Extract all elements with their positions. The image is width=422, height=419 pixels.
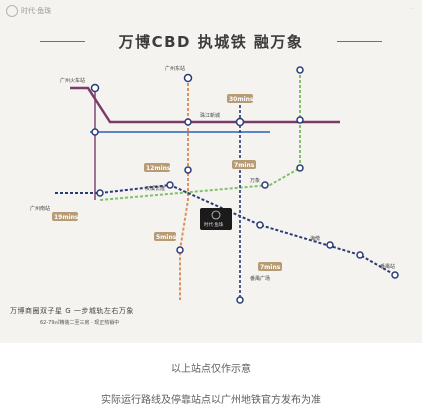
station-gz-south: 广州南站 <box>30 205 50 212</box>
station-wanxiang: 万象 <box>250 177 260 184</box>
title-rule-right <box>337 41 382 42</box>
station-dot <box>236 296 244 304</box>
time-badge-5: 5mins <box>156 234 177 241</box>
station-dot <box>235 117 245 127</box>
station-dot <box>256 221 264 229</box>
station-dot <box>90 83 100 93</box>
station-gz-east: 广州东站 <box>165 65 185 72</box>
time-badge-19: 19mins <box>54 214 79 221</box>
station-dot <box>296 116 304 124</box>
project-marker: 时代·鱼珠 <box>200 208 232 230</box>
title-rule-left <box>40 41 85 42</box>
project-label: 时代·鱼珠 <box>204 221 224 228</box>
line-orange <box>179 78 189 300</box>
station-dot <box>356 251 364 259</box>
poster-footer-line2: 62-79㎡精装二至三房 · 现正热销中 <box>40 320 120 326</box>
brand-mark-icon <box>6 5 18 17</box>
time-badge-12: 12mins <box>146 165 171 172</box>
top-right-note: ... <box>410 5 414 10</box>
station-panyu-sq: 番禺广场 <box>250 275 270 282</box>
caption-line2: 实际运行路线及停靠站点以广州地铁官方发布为准 <box>101 395 321 406</box>
station-dot <box>96 189 104 197</box>
metro-map: 广州火车站 广州东站 珠江新城 万象 汉溪长隆 广州南站 市桥 番禺广场 海傍 … <box>30 65 399 304</box>
time-badge-30: 30mins <box>229 96 254 103</box>
line-purple <box>70 86 340 124</box>
station-dot <box>166 181 174 189</box>
station-dot <box>91 128 99 136</box>
station-dot <box>296 66 304 74</box>
brand-name: 时代·鱼珠 <box>21 7 52 15</box>
poster-title: 万博CBD 执城铁 融万象 <box>118 33 304 51</box>
station-dot <box>184 166 192 174</box>
station-hanxi: 汉溪长隆 <box>145 185 165 192</box>
time-badge-7a: 7mins <box>234 162 255 169</box>
station-east-end: 番禺站 <box>380 263 395 270</box>
line-green <box>99 70 301 201</box>
station-dot <box>176 246 184 254</box>
station-dot <box>184 118 192 126</box>
station-dot <box>326 241 334 249</box>
line-navy <box>55 183 396 276</box>
station-dot <box>391 271 399 279</box>
station-guangzhou: 广州火车站 <box>60 77 85 84</box>
brand-logo: 时代·鱼珠 <box>6 5 51 17</box>
station-haibang: 海傍 <box>310 235 320 242</box>
station-dot <box>296 164 304 172</box>
caption-line1: 以上站点仅作示意 <box>171 364 251 375</box>
poster: 时代·鱼珠 ... 万博CBD 执城铁 融万象 <box>0 0 422 343</box>
station-dot <box>261 181 269 189</box>
time-badge-7b: 7mins <box>260 264 281 271</box>
poster-footer-line1: 万博商圈双子星 G 一步城轨左右万象 <box>10 307 134 315</box>
station-zhujiang: 珠江新城 <box>200 112 220 119</box>
station-dot <box>183 73 193 83</box>
